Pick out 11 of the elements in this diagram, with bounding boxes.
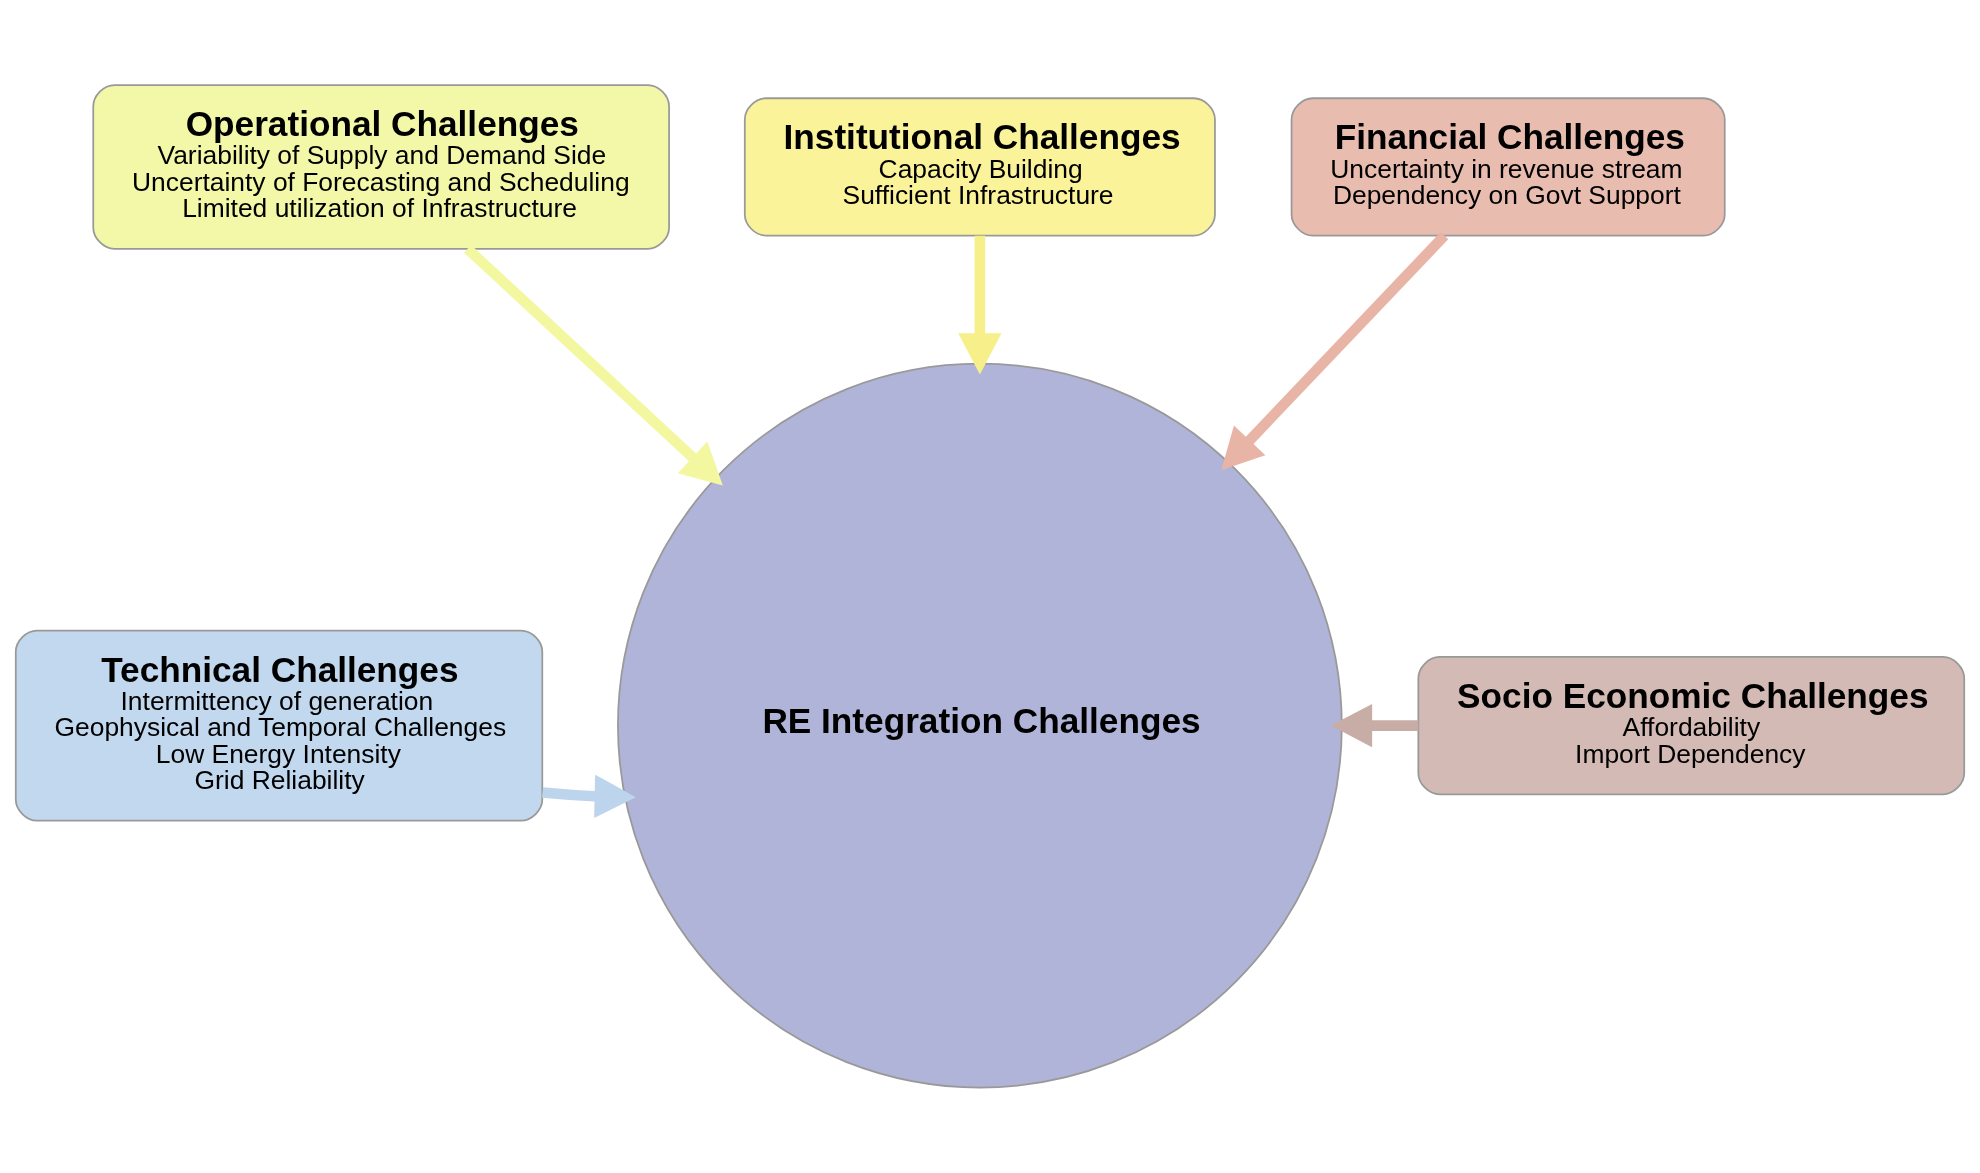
node-box: Technical Challenges Intermittency of generation Geophysical and Temporal Challenges Low Energy Intensity Grid Reliability: [14, 629, 544, 822]
node-box: Financial Challenges Uncertainty in revenue stream Dependency on Govt Support: [1290, 97, 1726, 237]
arrow: [1221, 232, 1449, 471]
arrow: [464, 244, 723, 486]
node-box: Operational Challenges Variability of Supply and Demand Side Uncertainty of Forecasting and Scheduling Limited utilization of Infrastructure: [92, 84, 670, 250]
node-box: Socio Economic Challenges Affordability Import Dependency: [1417, 656, 1966, 796]
node-circle: RE Integration Challenges: [617, 362, 1343, 1089]
node-box: Institutional Challenges Capacity Building Sufficient Infrastructure: [743, 97, 1216, 237]
arrow: [542, 774, 636, 818]
arrow: [1330, 703, 1419, 748]
arrow: [958, 235, 1002, 375]
